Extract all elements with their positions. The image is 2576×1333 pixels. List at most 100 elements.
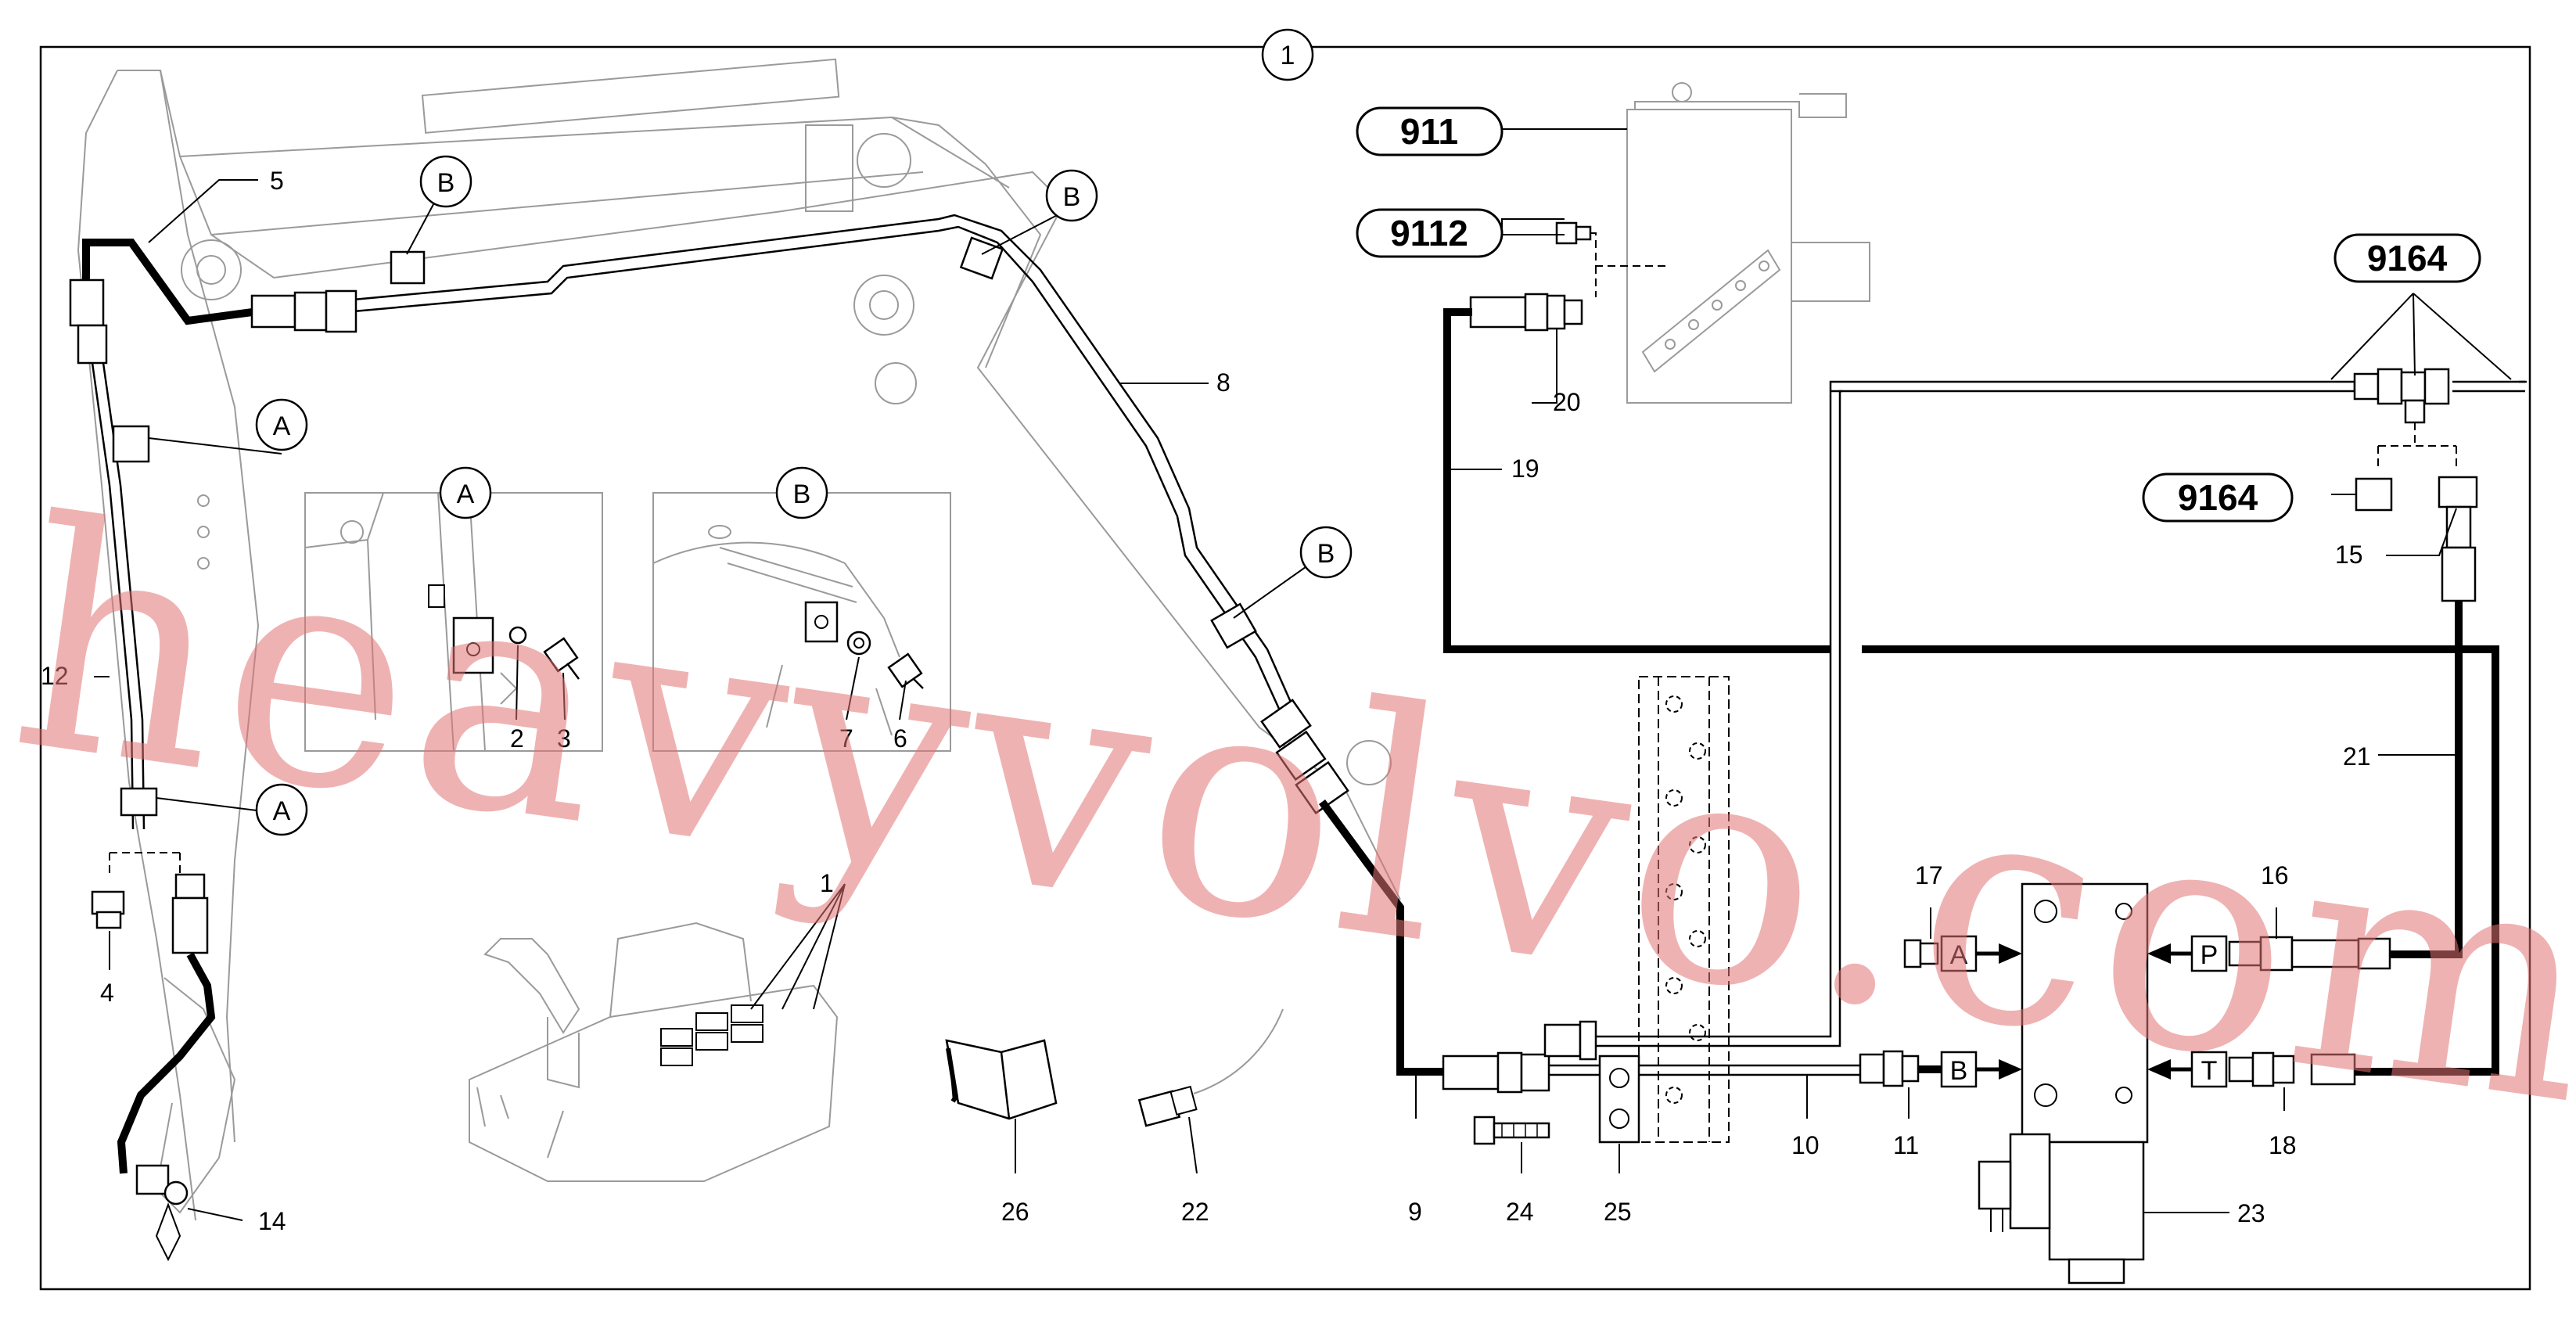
fitting-17	[1903, 939, 1939, 968]
part-label-4: 4	[100, 979, 114, 1007]
hose-19	[1443, 308, 1831, 653]
port-b-marker: B	[1940, 1051, 2022, 1088]
fitting-hose-5	[69, 278, 357, 365]
hose-9	[1318, 799, 1447, 1076]
hose-14	[117, 952, 216, 1174]
hose-21	[2425, 601, 2463, 958]
callout-9112: 9112	[1356, 208, 1504, 258]
svg-text:9164: 9164	[2178, 477, 2258, 518]
svg-text:A: A	[273, 796, 291, 826]
detail-letter-b-right: B	[1299, 526, 1353, 579]
svg-text:B: B	[793, 480, 811, 509]
part-label-7: 7	[839, 724, 853, 753]
bucket-fitting-14	[135, 1164, 189, 1262]
svg-text:1: 1	[1281, 41, 1295, 70]
detail-inset-a	[304, 492, 603, 752]
detail-letter-a-upper: A	[255, 398, 308, 451]
joystick-control	[469, 922, 839, 1182]
attachment-module	[1626, 82, 1870, 404]
cap-9164	[2355, 477, 2393, 512]
part-label-11: 11	[1893, 1131, 1919, 1159]
svg-text:B: B	[1317, 539, 1335, 569]
detail-letter-b-left: B	[419, 155, 472, 208]
part-label-5: 5	[270, 167, 284, 195]
port-t-marker: T	[2147, 1051, 2228, 1088]
svg-text:P: P	[2201, 940, 2219, 970]
svg-text:A: A	[457, 480, 475, 509]
svg-text:B: B	[1950, 1056, 1968, 1086]
inset-a-letter: A	[439, 466, 492, 519]
part-label-14: 14	[258, 1207, 286, 1235]
tee-fitting-9164	[2353, 368, 2457, 469]
part-label-8: 8	[1216, 368, 1231, 397]
svg-text:B: B	[437, 168, 455, 198]
svg-text:B: B	[1063, 182, 1081, 212]
port-a-marker: A	[1940, 935, 2022, 972]
fitting-18	[2228, 1051, 2356, 1087]
part-labels: 5 8 12 4 14 1 2 3 7 6 26 22 9 24 25 10 1…	[41, 167, 2371, 1235]
tube-12	[91, 362, 135, 830]
svg-text:A: A	[273, 411, 291, 441]
part-label-22: 22	[1181, 1198, 1209, 1226]
fitting-16	[2228, 936, 2391, 972]
mounting-bracket-dashed	[1638, 676, 1730, 1143]
callout-911: 911	[1356, 106, 1504, 156]
fitting-tube-10-upper	[1543, 1020, 1597, 1061]
part-label-23: 23	[2237, 1199, 2265, 1227]
bolt-24	[1473, 1116, 1550, 1145]
svg-text:911: 911	[1400, 111, 1458, 152]
part-label-6: 6	[893, 724, 907, 753]
valve-block	[1978, 882, 2149, 1284]
detail-inset-b	[652, 492, 951, 752]
part-label-2: 2	[510, 724, 524, 753]
clamp-b-mid	[959, 236, 1004, 280]
fitting-boom-lower	[1260, 699, 1349, 815]
manual-book	[945, 1039, 1058, 1120]
part-label-19: 19	[1511, 455, 1539, 483]
svg-text:T: T	[2201, 1056, 2218, 1086]
leader-lines	[94, 128, 2512, 1221]
boom-pipe-8	[336, 214, 1300, 720]
svg-text:9164: 9164	[2367, 238, 2448, 278]
part-label-10: 10	[1791, 1131, 1820, 1159]
part-label-15: 15	[2335, 541, 2363, 569]
electrical-connector	[1137, 1008, 1284, 1127]
part-label-3: 3	[557, 724, 571, 753]
svg-text:9112: 9112	[1390, 213, 1468, 253]
inset-b-letter: B	[775, 466, 828, 519]
tube-10	[1549, 1064, 1860, 1076]
part-label-25: 25	[1604, 1198, 1632, 1226]
detail-letter-a-lower: A	[255, 783, 308, 836]
boom-arm	[77, 58, 1401, 1221]
svg-text:A: A	[1950, 940, 1968, 970]
part-label-26: 26	[1001, 1198, 1029, 1226]
clamp-a-upper	[112, 425, 150, 463]
part-label-9: 9	[1408, 1198, 1422, 1226]
part-label-20: 20	[1553, 388, 1581, 416]
clamp-25	[1598, 1055, 1640, 1144]
part-label-24: 24	[1506, 1198, 1534, 1226]
lower-left-fittings	[91, 787, 209, 954]
callout-9164-top: 9164	[2333, 233, 2481, 283]
fitting-hose-9	[1442, 1051, 1550, 1094]
detail-letter-b-mid: B	[1045, 169, 1098, 222]
diagram-frame	[39, 45, 2531, 1291]
fitting-15	[2438, 476, 2478, 602]
port-p-marker: P	[2147, 935, 2228, 972]
part-label-18: 18	[2269, 1131, 2297, 1159]
part-label-17: 17	[1915, 861, 1943, 889]
fitting-11	[1859, 1050, 1920, 1087]
plug-9112	[1555, 221, 1666, 297]
callout-9164-mid: 9164	[2142, 472, 2294, 523]
clamp-b-right	[1210, 602, 1257, 649]
clamp-b-left	[390, 250, 426, 285]
assembly-number-marker: 1	[1261, 28, 1314, 81]
part-label-21: 21	[2343, 742, 2371, 771]
part-label-12: 12	[41, 662, 69, 690]
part-label-1: 1	[820, 869, 834, 897]
hose-5	[82, 239, 259, 325]
fitting-20	[1469, 293, 1583, 332]
part-label-16: 16	[2261, 861, 2289, 889]
